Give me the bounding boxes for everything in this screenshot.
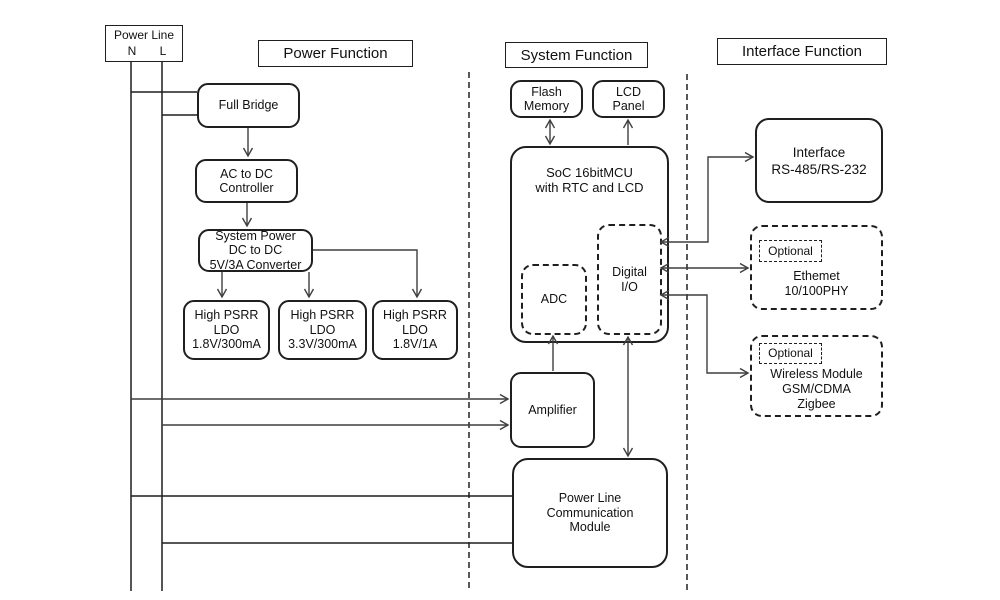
block-ldo-1v8-1a: High PSRR LDO 1.8V/1A	[372, 300, 458, 360]
section-title-interface: Interface Function	[717, 38, 887, 65]
block-soc: SoC 16bitMCU with RTC and LCD ADC Digita…	[510, 146, 669, 343]
wireless-optional-tag: Optional	[759, 343, 822, 364]
block-rs-interface: Interface RS-485/RS-232	[755, 118, 883, 203]
soc-label: SoC 16bitMCU with RTC and LCD	[535, 165, 644, 195]
neutral-label: N	[127, 44, 137, 58]
block-wireless: Optional Wireless Module GSM/CDMA Zigbee	[750, 335, 883, 417]
section-title-power: Power Function	[258, 40, 413, 67]
section-title-system: System Function	[505, 42, 648, 68]
block-digital-io: Digital I/O	[597, 224, 662, 335]
line-label: L	[159, 44, 167, 58]
block-flash-memory: Flash Memory	[510, 80, 583, 118]
block-plc-module: Power Line Communication Module	[512, 458, 668, 568]
block-ldo-3v3-300ma: High PSRR LDO 3.3V/300mA	[278, 300, 367, 360]
interface-connectors	[659, 151, 755, 379]
block-ac-to-dc-controller: AC to DC Controller	[195, 159, 298, 203]
block-amplifier: Amplifier	[510, 372, 595, 448]
ethernet-label: Ethemet 10/100PHY	[784, 269, 849, 298]
power-line-header-box: Power Line N L	[105, 25, 183, 62]
power-line-title: Power Line	[113, 28, 175, 42]
wireless-label: Wireless Module GSM/CDMA Zigbee	[770, 367, 863, 411]
block-ethernet: Optional Ethemet 10/100PHY	[750, 225, 883, 310]
soc-peripheral-arrows	[544, 118, 634, 146]
ethernet-optional-tag: Optional	[759, 240, 822, 262]
block-adc: ADC	[521, 264, 587, 335]
block-system-power-converter: System Power DC to DC 5V/3A Converter	[198, 229, 313, 272]
block-full-bridge: Full Bridge	[197, 83, 300, 128]
block-ldo-1v8-300ma: High PSRR LDO 1.8V/300mA	[183, 300, 270, 360]
block-lcd-panel: LCD Panel	[592, 80, 665, 118]
